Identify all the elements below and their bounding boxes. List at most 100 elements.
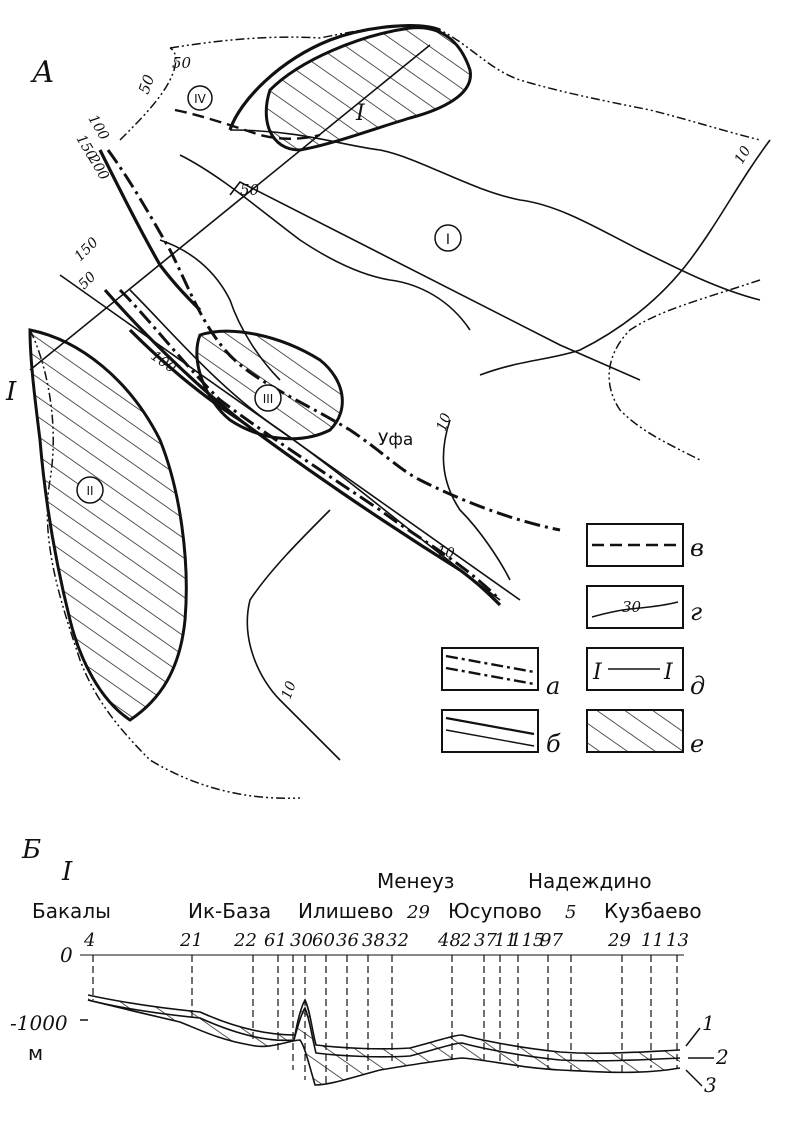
well-number: 4 (83, 930, 95, 951)
callout-2: 2 (715, 1045, 729, 1069)
locality-ik-baza: Ик-База (188, 899, 271, 923)
isoline-north-branch (179, 154, 471, 331)
thick-isoline-upper (98, 149, 202, 312)
trough-flank-north (229, 180, 641, 381)
profile-horizon-2 (87, 999, 681, 1062)
isoline-label: 10 (434, 411, 455, 433)
callout-arrow-3 (685, 1069, 703, 1087)
locality-bakaly: Бакалы (32, 899, 111, 923)
well-number: 115 (510, 930, 544, 951)
region-label-I: I (434, 224, 462, 252)
legend-line-fault-1 (445, 654, 535, 674)
locality-meneuz: Менеуз (377, 869, 454, 893)
legend-label-v: в (690, 534, 704, 562)
y-unit: м (28, 1041, 43, 1065)
legend-label-b: б (546, 730, 561, 758)
locality-ilishevo: Илишево (298, 899, 393, 923)
legend-label-d: д (690, 672, 705, 700)
region-I-north (264, 26, 472, 152)
isoline-10-east (479, 139, 771, 376)
isoline-label: 10 (435, 543, 455, 562)
legend-isoline-value: 30 (622, 598, 642, 616)
map-boundary-east (608, 279, 761, 461)
well-number: 13 (666, 930, 689, 951)
legend-line-thick-2 (445, 729, 535, 747)
well-number: 97 (540, 930, 563, 951)
legend-profile-right: I (663, 660, 674, 685)
well-number: 11 (494, 930, 517, 951)
profile-panel: Б I Бакалы Ик-База Илишево Менеуз Юсупов… (10, 835, 729, 1097)
well-number: 36 (336, 930, 359, 951)
well-number: 21 (179, 930, 203, 951)
well-number: 61 (264, 930, 287, 951)
profile-label-start: I (5, 377, 17, 407)
well-number: 37 (474, 930, 497, 951)
region-label-II: II (76, 476, 104, 504)
map-boundary-northwest (119, 47, 177, 141)
y-tick-minus-1000: -1000 (10, 1011, 68, 1035)
locality-yusupovo: Юсупово (448, 899, 542, 923)
profile-panel-label: Б (21, 835, 41, 865)
region-II (28, 328, 188, 722)
isoline-10-center (442, 419, 511, 581)
well-number: 60 (312, 930, 335, 951)
locality-kuzbaevo: Кузбаево (604, 899, 702, 923)
callout-1: 1 (702, 1011, 715, 1035)
well-number: 22 (233, 930, 257, 951)
callout-arrow-1 (685, 1027, 701, 1047)
isoline-label: 50 (135, 72, 159, 97)
map-boundary-west (29, 329, 301, 799)
svg-text:I: I (446, 232, 450, 248)
legend-label-g: г (690, 598, 702, 626)
well-number-upper: 5 (565, 902, 576, 923)
region-label-IV: IV (187, 85, 213, 111)
svg-text:III: III (263, 392, 274, 406)
isoline-label: 50 (172, 54, 192, 72)
well-number: 30 (290, 930, 313, 951)
well-number: 11 (641, 930, 664, 951)
region-label-III: III (254, 384, 282, 412)
profile-horizon-1 (87, 994, 681, 1055)
legend: в 30 г а I I д б е (441, 523, 705, 758)
legend-swatch-e (586, 709, 684, 753)
thick-isoline-lower (103, 288, 502, 607)
svg-text:I: I (355, 101, 366, 126)
legend-line-fault-2 (445, 666, 535, 686)
callout-3: 3 (704, 1073, 717, 1097)
isoline-north-region (229, 129, 761, 301)
isoline-label: 10 (279, 679, 300, 701)
region-label-I-text: I (355, 101, 366, 126)
isoline-label: 150 (72, 235, 102, 265)
profile-line-label: I (61, 857, 73, 887)
well-number: 29 (607, 930, 631, 951)
isoline-label: 10 (732, 143, 755, 167)
region-I-outline (228, 24, 441, 131)
map-panel: А (5, 24, 771, 799)
legend-label-e: е (690, 730, 704, 758)
locality-nadezhdino: Надеждино (528, 869, 652, 893)
well-number: 38 (362, 930, 385, 951)
y-tick-0: 0 (60, 943, 73, 967)
profile-horizon-3 (87, 999, 681, 1086)
legend-profile-left: I (592, 660, 603, 685)
well-number: 2 (459, 930, 471, 951)
well-number-upper: 29 (406, 902, 430, 923)
well-numbers: 4 21 22 61 30 60 36 38 32 48 2 37 11 115… (83, 930, 689, 951)
legend-swatch-g (586, 585, 684, 629)
legend-line-thick-1 (445, 716, 535, 736)
svg-text:IV: IV (194, 92, 207, 106)
isoline-label: 50 (240, 181, 260, 199)
fault-line-south (118, 288, 502, 602)
legend-label-a: а (546, 672, 560, 700)
well-number: 48 (437, 930, 461, 951)
map-panel-label: А (30, 55, 55, 90)
fault-line (106, 149, 561, 532)
well-number: 32 (386, 930, 409, 951)
svg-text:II: II (86, 484, 93, 498)
river-label: Уфа (378, 430, 413, 450)
map-boundary-north (169, 24, 761, 141)
legend-line-isoline (591, 601, 679, 618)
profile-hatched-body (88, 995, 680, 1085)
isoline-10-south (246, 509, 341, 761)
